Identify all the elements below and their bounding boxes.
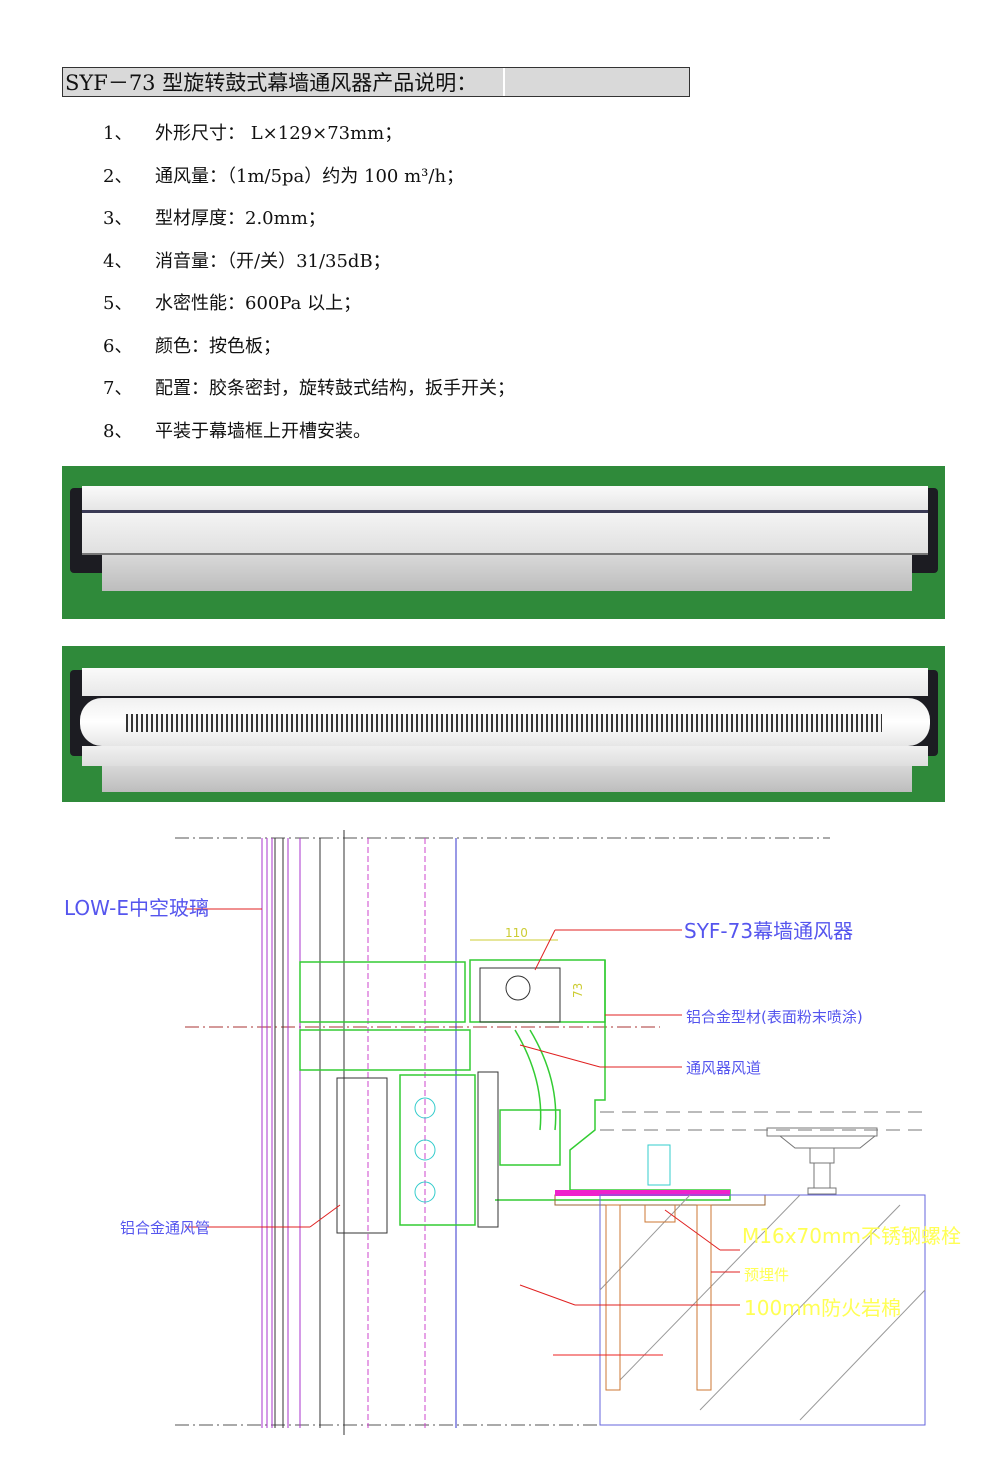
slab-hatching [599,1194,926,1421]
sealant-strip [555,1190,730,1196]
label-bolt: M16x70mm不锈钢螺栓 [742,1224,961,1248]
hidden-lines [367,838,426,1428]
product-photo-open [62,646,945,802]
spec-text: 通风量：（1m/5pa）约为 100 m³/h； [155,166,465,187]
title-cell-divider [503,68,505,96]
label-ventilator: SYF-73幕墙通风器 [684,919,853,943]
spec-number: 5、 [103,293,133,314]
aluminum-profile [299,959,731,1226]
anchor-bars [605,1204,712,1391]
spec-number: 6、 [103,336,133,357]
spec-item: 5、 水密性能：600Pa 以上； [103,293,361,315]
spec-item: 8、 平装于幕墙框上开槽安装。 [103,421,371,443]
label-air-duct: 通风器风道 [686,1059,761,1077]
concrete-slab [599,1194,926,1426]
spec-text: 外形尺寸： L×129×73mm； [155,123,403,144]
leader-lines [185,908,740,1306]
spec-text: 配置：胶条密封，旋转鼓式结构，扳手开关； [155,378,515,399]
spec-item: 6、 颜色：按色板； [103,336,281,358]
spec-text: 消音量：（开/关）31/35dB； [155,251,391,272]
spec-item: 4、 消音量：（开/关）31/35dB； [103,251,391,273]
label-low-e-glass: LOW-E中空玻璃 [64,896,209,920]
ventilator-bottom-flange [102,555,912,591]
label-aluminum-vent-pipe: 铝合金通风管 [120,1219,210,1237]
product-photo-closed [62,466,945,619]
spec-text: 型材厚度：2.0mm； [155,208,326,229]
spec-item: 1、 外形尺寸： L×129×73mm； [103,123,402,145]
spec-number: 4、 [103,251,133,272]
spec-item: 2、 通风量：（1m/5pa）约为 100 m³/h； [103,166,464,188]
label-rock-wool: 100mm防火岩棉 [744,1296,901,1320]
glass-lines [261,838,301,1428]
title-box: SYF－73 型旋转鼓式幕墙通风器产品说明： [62,67,690,97]
mullion-lines [274,830,457,1435]
spec-number: 3、 [103,208,133,229]
ventilation-slots [126,714,882,732]
page-title: SYF－73 型旋转鼓式幕墙通风器产品说明： [65,71,478,95]
spec-number: 2、 [103,166,133,187]
fasteners [414,1097,671,1203]
spec-number: 7、 [103,378,133,399]
spec-item: 3、 型材厚度：2.0mm； [103,208,326,230]
ventilator-bottom-flange [102,766,912,792]
label-embedded-part: 预埋件 [744,1266,789,1284]
spec-item: 7、 配置：胶条密封，旋转鼓式结构，扳手开关； [103,378,515,400]
installation-section-drawing: 110 73 [64,830,961,1435]
ventilator-top-face [82,668,928,696]
dimension-width: 110 [505,926,528,940]
ventilator-seam [82,510,928,513]
ventilator-lower-seam [82,553,928,555]
ventilator-front-face [82,746,928,766]
spec-text: 水密性能：600Pa 以上； [155,293,362,314]
leveling-foot [600,1111,925,1195]
ventilator-front-face [82,513,928,553]
spec-text: 颜色：按色板； [155,336,281,357]
spec-text: 平装于幕墙框上开槽安装。 [155,421,371,442]
label-aluminum-profile: 铝合金型材(表面粉末喷涂) [686,1008,863,1026]
spec-number: 8、 [103,421,133,442]
ventilator-top-face [82,486,928,510]
dimension-height: 73 [571,983,585,998]
vent-pipe [336,967,561,1234]
spec-number: 1、 [103,123,133,144]
